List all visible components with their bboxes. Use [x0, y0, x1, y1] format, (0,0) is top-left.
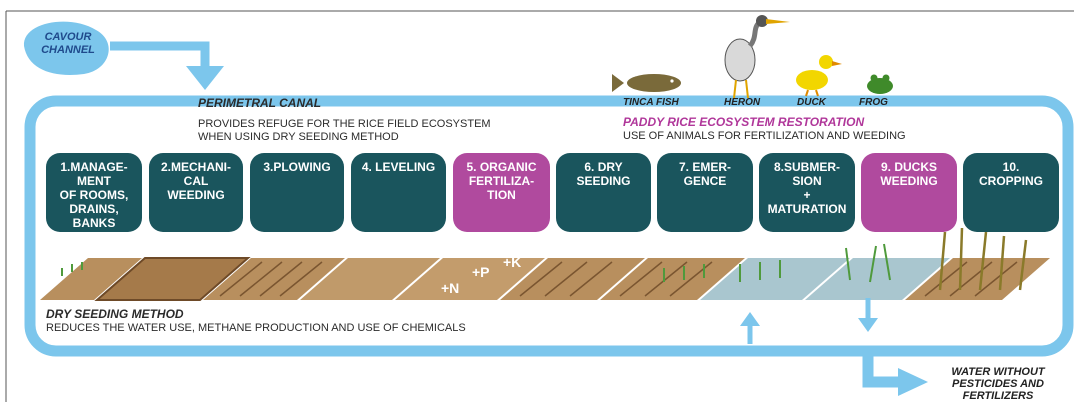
step-4-label: 4. LEVELING — [361, 160, 436, 174]
dry-seeding-title: DRY SEEDING METHOD — [46, 307, 184, 321]
restoration-subtitle: USE OF ANIMALS FOR FERTILIZATION AND WEE… — [623, 130, 906, 142]
nutrient-k-label: +K — [503, 254, 522, 270]
perimetral-canal-label: PERIMETRAL CANAL — [198, 96, 322, 110]
field-strip-5 — [395, 258, 545, 300]
cavour-flow-line — [110, 41, 210, 68]
step-2-mechanical-weeding: 2.MECHANI- CAL WEEDING — [149, 153, 243, 232]
cavour-channel-shape — [23, 21, 109, 75]
tinca-fish-icon — [612, 74, 681, 92]
field-strip-4 — [300, 258, 440, 300]
step-10-cropping: 10. CROPPING — [963, 153, 1059, 232]
inflow-arrow-head — [740, 312, 760, 326]
step-2-label: 2.MECHANI- CAL WEEDING — [160, 160, 231, 202]
mature-rice — [938, 227, 1028, 291]
frog-label: FROG — [859, 97, 888, 108]
step-3-label: 3.PLOWING — [263, 160, 331, 174]
frog-icon — [867, 74, 893, 94]
heron-icon — [724, 15, 790, 99]
field-strip-8 — [700, 258, 850, 300]
duck-icon — [796, 55, 842, 97]
restoration-title: PADDY RICE ECOSYSTEM RESTORATION — [623, 115, 865, 129]
step-10-label: 10. CROPPING — [978, 160, 1043, 188]
duck-label: DUCK — [797, 97, 826, 108]
tinca-fish-label: TINCA FISH — [623, 97, 679, 108]
field-strip-7 — [600, 258, 745, 300]
step-3-plowing: 3.PLOWING — [250, 153, 344, 232]
outlet-arrow-head — [898, 368, 928, 396]
field-strip-2 — [94, 257, 251, 301]
nutrient-n-label: +N — [441, 280, 460, 296]
perimetral-canal-loop — [24, 95, 1074, 357]
step-4-leveling: 4. LEVELING — [351, 153, 446, 232]
step-9-ducks-weeding: 9. DUCKS WEEDING — [861, 153, 957, 232]
step-5-label: 5. ORGANIC FERTILIZA- TION — [466, 160, 537, 202]
step-1-label: 1.MANAGE- MENT OF ROOMS, DRAINS, BANKS — [59, 160, 129, 230]
field-strip-6 — [500, 258, 645, 300]
field-strips — [40, 257, 1050, 301]
step-6-dry-seeding: 6. DRY SEEDING — [556, 153, 651, 232]
field-strip-3 — [203, 258, 345, 300]
field-strip-1 — [40, 258, 142, 300]
rice-sprouts — [61, 243, 891, 283]
step-9-label: 9. DUCKS WEEDING — [880, 160, 938, 188]
drain-arrow-head — [858, 318, 878, 332]
outlet-flow-line — [862, 352, 900, 388]
step-8-label: 8.SUBMER- SION + MATURATION — [767, 160, 847, 216]
step-5-organic-fertilization: 5. ORGANIC FERTILIZA- TION — [453, 153, 550, 232]
step-1-management: 1.MANAGE- MENT OF ROOMS, DRAINS, BANKS — [46, 153, 142, 232]
dry-seeding-subtitle: REDUCES THE WATER USE, METHANE PRODUCTIO… — [46, 322, 466, 334]
refuge-description: PROVIDES REFUGE FOR THE RICE FIELD ECOSY… — [198, 118, 491, 143]
step-8-submersion-maturation: 8.SUBMER- SION + MATURATION — [759, 153, 855, 232]
step-7-emergence: 7. EMER- GENCE — [657, 153, 753, 232]
cavour-arrow-head — [186, 66, 224, 90]
field-strip-9 — [805, 258, 950, 300]
step-6-label: 6. DRY SEEDING — [576, 160, 631, 188]
cavour-channel-label: CAVOUR CHANNEL — [41, 31, 95, 56]
step-7-label: 7. EMER- GENCE — [678, 160, 731, 188]
nutrient-p-label: +P — [472, 264, 490, 280]
outlet-water-label: WATER WITHOUT PESTICIDES AND FERTILIZERS — [951, 366, 1045, 402]
heron-label: HERON — [724, 97, 761, 108]
